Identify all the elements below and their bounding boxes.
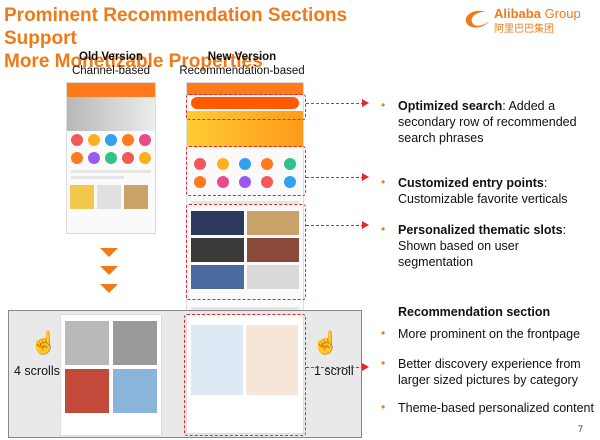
- old-version-heading: Old Version Channel-based: [56, 50, 166, 78]
- arrow-right-icon: [362, 363, 369, 371]
- thematic-connector: [306, 225, 364, 226]
- recommendation-item: Theme-based personalized content: [398, 401, 594, 415]
- old-version-title: Old Version: [79, 51, 143, 63]
- logo-chinese: 阿里巴巴集团: [494, 24, 554, 35]
- recommendation-bullet: •: [381, 326, 386, 340]
- hand-pointer-icon: ☝: [312, 330, 340, 355]
- new-version-heading: New Version Recommendation-based: [172, 50, 312, 78]
- alibaba-logo: Alibaba Group 阿里巴巴集团: [462, 6, 594, 35]
- recommendation-highlight-box: [184, 314, 306, 436]
- logo-group: Group: [544, 6, 581, 21]
- callout-bullet: •: [381, 98, 386, 112]
- new-banner-image: [187, 111, 303, 147]
- new-scroll-label: 1 scroll: [314, 364, 354, 378]
- page-number: 7: [578, 424, 584, 434]
- chevron-down-icon: [100, 266, 118, 275]
- logo-brand: Alibaba: [494, 6, 541, 21]
- chevron-down-icon: [100, 248, 118, 257]
- callout-entry-points: Customized entry points: Customizable fa…: [398, 176, 568, 206]
- arrow-right-icon: [362, 99, 369, 107]
- entry-points-highlight-box: [186, 146, 306, 196]
- old-banner-image: [67, 97, 155, 131]
- search-highlight-box: [186, 94, 306, 120]
- new-thematic-slots: [187, 207, 303, 293]
- new-version-screenshot: [186, 82, 304, 434]
- alibaba-logo-icon: [465, 10, 489, 28]
- new-entry-icons-row1: [187, 155, 303, 173]
- chevron-down-icon: [100, 284, 118, 293]
- thematic-slots-highlight-box: [186, 204, 306, 300]
- callout-bullet: •: [381, 222, 386, 236]
- arrow-right-icon: [362, 173, 369, 181]
- old-version-subtitle: Channel-based: [71, 65, 150, 77]
- slide-title: Prominent Recommendation Sections Suppor…: [4, 4, 424, 73]
- old-version-screenshot: [66, 82, 156, 234]
- old-recommendation-screenshot: [60, 314, 162, 436]
- recommendation-item: More prominent on the frontpage: [398, 327, 581, 341]
- recommendation-heading: Recommendation section: [398, 305, 551, 319]
- slide-title-line1: Prominent Recommendation Sections Suppor…: [4, 5, 348, 49]
- hand-pointer-icon: ☝: [30, 330, 58, 355]
- new-version-subtitle: Recommendation-based: [179, 65, 305, 77]
- new-recommendation-overlay: [186, 314, 304, 434]
- old-channel-icons-row2: [67, 149, 155, 167]
- new-search-bar: [191, 97, 299, 109]
- recommendation-bullet: •: [381, 400, 386, 414]
- entry-connector: [306, 177, 364, 178]
- callout-optimized-search: Optimized search: Added a secondary row …: [398, 99, 577, 145]
- recommendation-bullet: •: [381, 356, 386, 370]
- logo-text: Alibaba Group: [494, 6, 581, 21]
- old-channel-icons-row1: [67, 131, 155, 149]
- slide-title-line2: More Monetizable Properties: [4, 51, 263, 72]
- recommendation-item: Better discovery experience from larger …: [398, 357, 581, 387]
- old-status-bar: [67, 83, 155, 97]
- old-product-thumbs: [67, 182, 155, 212]
- search-connector: [306, 103, 364, 104]
- new-version-title: New Version: [207, 51, 277, 63]
- new-status-bar: [187, 83, 303, 95]
- callout-thematic-slots: Personalized thematic slots: Shown based…: [398, 223, 567, 269]
- arrow-right-icon: [362, 221, 369, 229]
- recommendation-connector: [306, 367, 364, 368]
- callout-bullet: •: [381, 175, 386, 189]
- new-entry-icons-row2: [187, 173, 303, 191]
- old-scrolls-label: 4 scrolls: [14, 364, 60, 378]
